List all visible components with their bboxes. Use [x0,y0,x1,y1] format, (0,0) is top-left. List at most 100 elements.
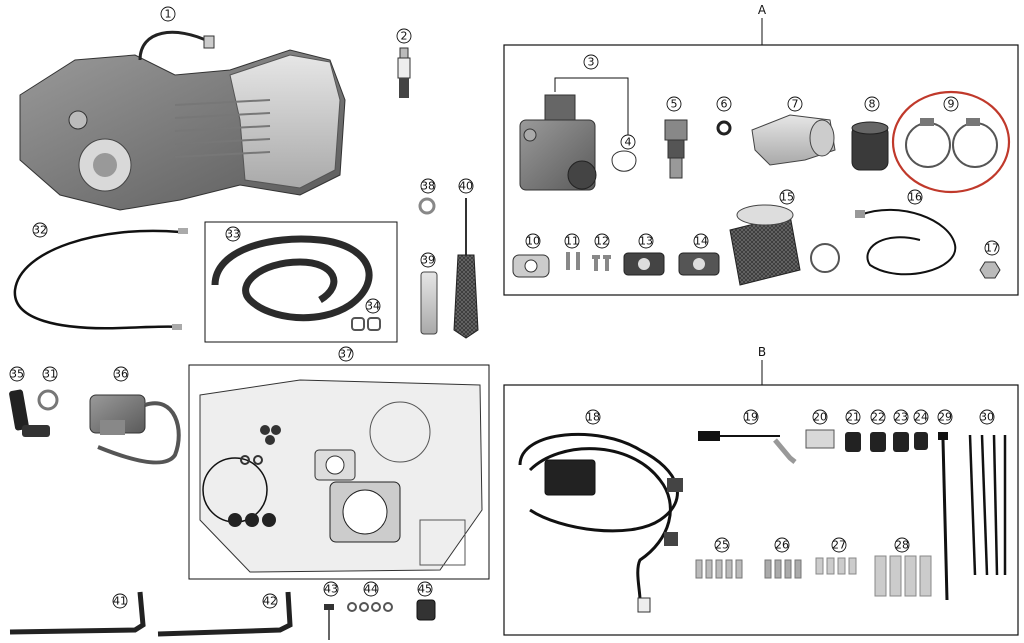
callout-ring [225,226,241,242]
grommet-21[interactable] [845,432,861,452]
callout-14: 14 [694,235,708,248]
callout-16: 16 [908,191,922,204]
callout-12: 12 [595,235,609,248]
section-a-label: A [758,3,767,17]
spark-plug-socket[interactable] [420,271,438,335]
callout-ring [160,6,176,22]
terminals-26[interactable] [764,559,802,579]
dipstick[interactable] [324,604,334,640]
callout-24: 24 [914,411,928,424]
hose-clips[interactable] [351,317,381,331]
callout-21: 21 [846,411,860,424]
grommet-23[interactable] [893,432,909,452]
pad[interactable] [805,429,835,449]
callout-rings [9,6,1000,609]
hex-wrench-large[interactable] [9,591,146,635]
callout-40: 40 [459,180,473,193]
callout-35: 35 [10,368,24,381]
callout-ring [845,409,861,425]
terminal-covers-28[interactable] [874,555,932,597]
callout-ring [113,366,129,382]
callout-ring [525,233,541,249]
bolts-11[interactable] [566,252,580,270]
callout-ring [714,537,730,553]
callout-ring [943,96,959,112]
callout-ring [979,409,995,425]
callout-9: 9 [948,98,955,111]
grommet-24[interactable] [914,432,928,450]
screws-12[interactable] [592,255,611,271]
callout-17: 17 [985,242,999,255]
intake-rubber[interactable] [851,121,889,171]
callout-19: 19 [744,411,758,424]
callout-7: 7 [792,98,799,111]
gasket-kit[interactable] [199,379,483,573]
callout-ring [787,96,803,112]
gasket-ring[interactable] [37,389,59,411]
callout-4: 4 [625,136,632,149]
insulator-gasket-13[interactable] [623,252,665,276]
callout-13: 13 [639,235,653,248]
manifold-gasket[interactable] [512,254,550,278]
clutch-cable[interactable] [13,228,188,330]
highlight-circle [891,90,1011,194]
spark-plug[interactable] [397,47,411,98]
callout-ring [420,178,436,194]
callout-ring [417,581,433,597]
callout-27: 27 [832,539,846,552]
callout-44: 44 [364,583,378,596]
terminals-25[interactable] [695,559,743,579]
hose-clamps[interactable] [905,118,998,168]
callout-ring [693,233,709,249]
grommet-22[interactable] [870,432,886,452]
cable-tie-long[interactable] [938,432,949,601]
engine-assembly[interactable] [19,30,346,211]
callout-22: 22 [871,411,885,424]
callout-ring [585,409,601,425]
injector-o-ring[interactable] [716,120,732,136]
rubber-cap[interactable] [416,599,436,621]
intake-manifold[interactable] [751,114,836,166]
callout-ring [831,537,847,553]
flange-nut[interactable] [979,261,1001,279]
hex-wrench-small[interactable] [157,591,293,637]
callout-34: 34 [366,300,380,313]
plug-cap[interactable] [9,389,50,437]
callout-ring [458,178,474,194]
callout-36: 36 [114,368,128,381]
callout-ring [893,409,909,425]
callout-ring [774,537,790,553]
sensor-lead[interactable] [698,431,797,464]
wiring-harness[interactable] [518,432,683,613]
screwdriver[interactable] [453,198,479,339]
callout-ring [594,233,610,249]
throttle-cable[interactable] [855,208,957,276]
callout-2: 2 [401,30,408,43]
callout-6: 6 [721,98,728,111]
terminal-sleeves-27[interactable] [815,557,857,575]
callout-ring [716,96,732,112]
callout-20: 20 [813,411,827,424]
fuel-hose[interactable] [211,235,373,322]
cable-ties[interactable] [968,434,1007,576]
callout-ring [864,96,880,112]
air-filter[interactable] [729,204,840,286]
callout-ring [907,189,923,205]
throttle-body[interactable] [519,94,597,191]
clips-set[interactable] [347,602,393,612]
callout-ring [338,346,354,362]
callout-10: 10 [526,235,540,248]
fuel-injector[interactable] [664,119,688,179]
ignition-coil[interactable] [89,394,181,465]
callout-8: 8 [869,98,876,111]
insulator-gasket-14[interactable] [678,252,720,276]
washer[interactable] [418,197,436,215]
callout-15: 15 [780,191,794,204]
callout-ring [812,409,828,425]
callout-ring [112,593,128,609]
throttle-body-gasket[interactable] [611,150,637,172]
callout-ring [666,96,682,112]
callout-ring [396,28,412,44]
callout-5: 5 [671,98,678,111]
